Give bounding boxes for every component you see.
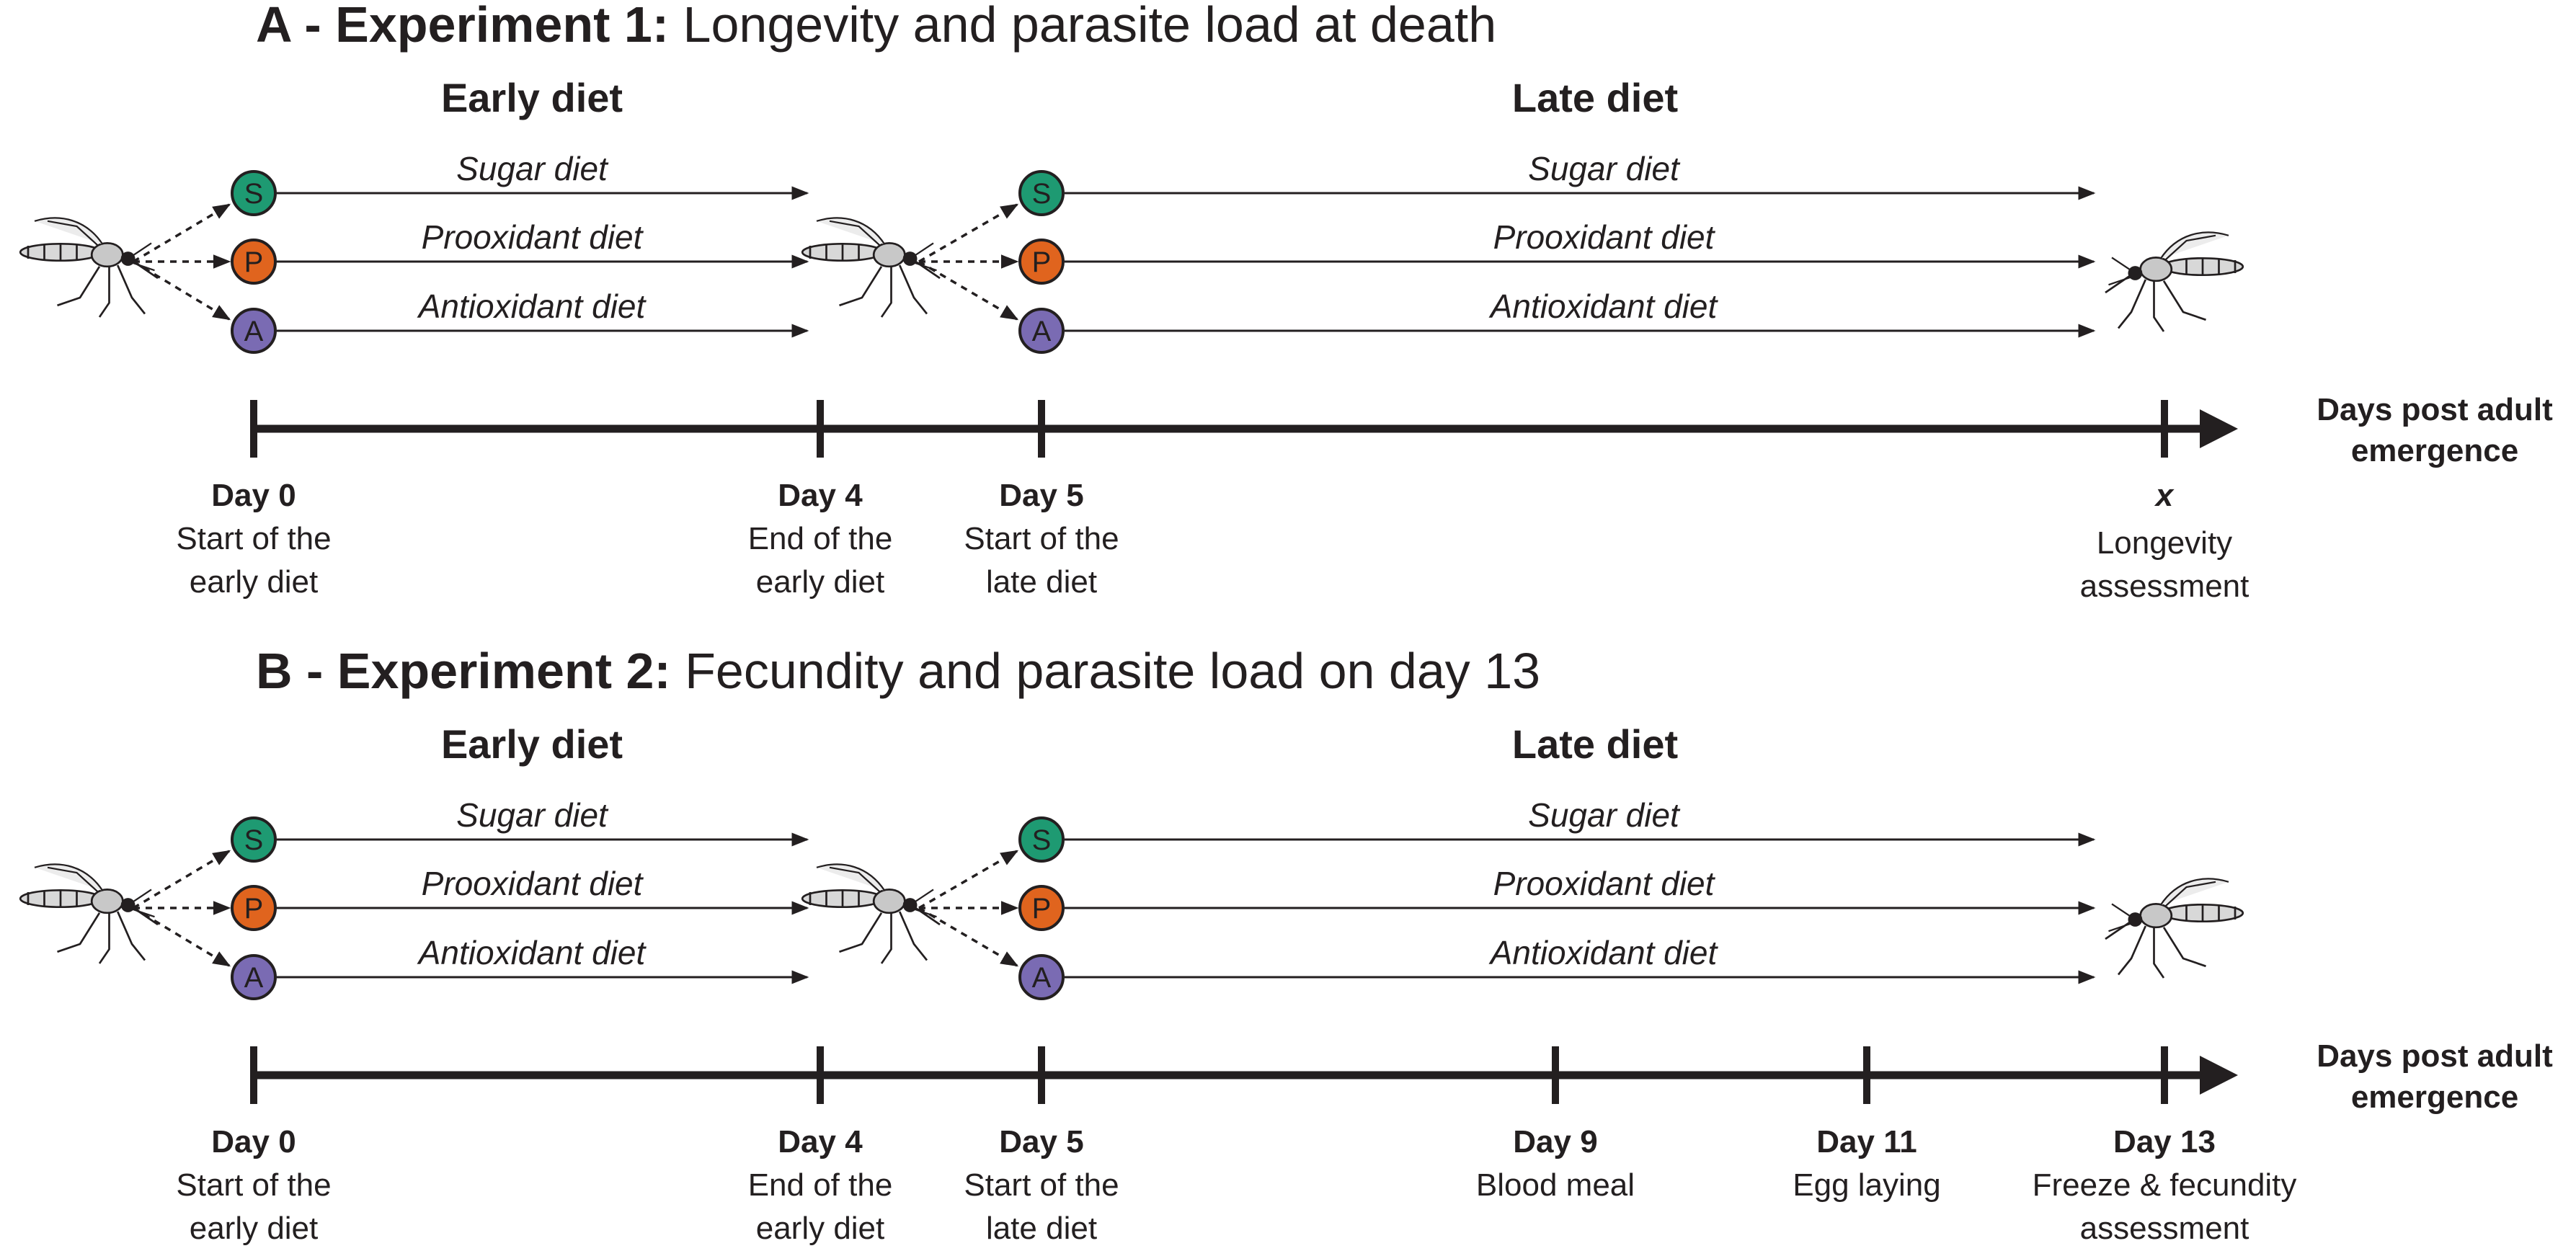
prooxidant-letter: P xyxy=(244,246,264,278)
panel-b-title: B - Experiment 2: Fecundity and parasite… xyxy=(256,643,1540,699)
svg-text:B - Experiment 2: Fecundity an: B - Experiment 2: Fecundity and parasite… xyxy=(256,643,1540,699)
prooxidant-diet-label: Prooxidant diet xyxy=(1493,865,1716,902)
mosquito-icon xyxy=(801,217,941,319)
tick-description: assessment xyxy=(2080,569,2249,604)
tick-description: early diet xyxy=(190,564,319,600)
sugar-letter: S xyxy=(244,178,264,210)
sugar-letter: S xyxy=(244,824,264,856)
svg-text:A - Experiment 1: Longevity an: A - Experiment 1: Longevity and parasite… xyxy=(256,0,1496,53)
axis-label: Days post adult xyxy=(2317,392,2553,427)
dashed-branch-arrow xyxy=(133,260,231,321)
antioxidant-letter: A xyxy=(1032,962,1052,994)
antioxidant-diet-label: Antioxidant diet xyxy=(417,288,647,325)
panel-b-title-rest: Fecundity and parasite load on day 13 xyxy=(671,643,1540,699)
mosquito-icon xyxy=(801,863,941,965)
prooxidant-diet-label: Prooxidant diet xyxy=(1493,218,1716,256)
prooxidant-diet-label: Prooxidant diet xyxy=(422,865,644,902)
tick-description: early diet xyxy=(756,564,885,600)
dashed-branch-arrow xyxy=(918,203,1019,263)
sugar-diet-circle xyxy=(1018,816,1065,863)
prooxidant-diet-circle xyxy=(231,885,277,931)
tick-day-label: Day 4 xyxy=(778,1124,863,1159)
antioxidant-letter: A xyxy=(1032,316,1052,347)
dashed-branch-arrow xyxy=(133,850,231,909)
panel-a-title: A - Experiment 1: Longevity and parasite… xyxy=(256,0,1496,53)
dashed-branch-arrow xyxy=(133,203,231,263)
dashed-branch-arrow xyxy=(918,260,1019,321)
axis-label: emergence xyxy=(2351,1079,2518,1115)
tick-day-label: Day 9 xyxy=(1513,1124,1597,1159)
antioxidant-diet-label: Antioxidant diet xyxy=(1488,934,1719,971)
mosquito-icon xyxy=(19,217,159,319)
antioxidant-diet-circle xyxy=(231,954,277,1000)
early-diet-heading: Early diet xyxy=(441,75,623,120)
prooxidant-diet-circle xyxy=(1018,239,1065,285)
tick-description: Egg laying xyxy=(1793,1167,1940,1203)
dashed-branch-arrow xyxy=(133,907,231,967)
tick-day-label: Day 11 xyxy=(1816,1124,1917,1159)
sugar-diet-circle xyxy=(231,816,277,863)
tick-day-label: Day 0 xyxy=(211,478,296,513)
antioxidant-letter: A xyxy=(244,962,264,994)
tick-description: early diet xyxy=(756,1211,885,1246)
panel-a-title-bold: A - Experiment 1: xyxy=(256,0,669,53)
tick-description: End of the xyxy=(748,1167,893,1203)
tick-description: Start of the xyxy=(176,521,331,556)
antioxidant-diet-circle xyxy=(1018,308,1065,354)
timeline-arrowhead xyxy=(2200,409,2238,448)
sugar-diet-label: Sugar diet xyxy=(456,796,609,834)
sugar-diet-label: Sugar diet xyxy=(1528,150,1681,187)
sugar-diet-label: Sugar diet xyxy=(1528,796,1681,834)
tick-description: Freeze & fecundity xyxy=(2033,1167,2297,1203)
tick-day-label: Day 0 xyxy=(211,1124,296,1159)
tick-description: Longevity xyxy=(2097,525,2232,561)
dashed-branch-arrow xyxy=(918,850,1019,909)
antioxidant-letter: A xyxy=(244,316,264,347)
tick-description: Start of the xyxy=(176,1167,331,1203)
tick-description: late diet xyxy=(986,564,1097,600)
sugar-diet-label: Sugar diet xyxy=(456,150,609,187)
dashed-branch-arrow xyxy=(918,907,1019,967)
antioxidant-diet-circle xyxy=(231,308,277,354)
prooxidant-diet-circle xyxy=(231,239,277,285)
tick-description: early diet xyxy=(190,1211,319,1246)
antioxidant-diet-label: Antioxidant diet xyxy=(417,934,647,971)
late-diet-heading: Late diet xyxy=(1512,721,1678,767)
sugar-letter: S xyxy=(1032,178,1052,210)
sugar-diet-circle xyxy=(1018,170,1065,216)
tick-description: Start of the xyxy=(964,1167,1119,1203)
panel-b-title-bold: B - Experiment 2: xyxy=(256,643,671,699)
tick-description: late diet xyxy=(986,1211,1097,1246)
tick-day-label: Day 5 xyxy=(999,478,1083,513)
prooxidant-letter: P xyxy=(1032,893,1052,925)
sugar-diet-circle xyxy=(231,170,277,216)
prooxidant-diet-label: Prooxidant diet xyxy=(422,218,644,256)
tick-description: assessment xyxy=(2080,1211,2249,1246)
axis-label: Days post adult xyxy=(2317,1038,2553,1074)
timeline-arrowhead xyxy=(2200,1056,2238,1095)
early-diet-heading: Early diet xyxy=(441,721,623,767)
tick-description: End of the xyxy=(748,521,893,556)
antioxidant-diet-label: Antioxidant diet xyxy=(1488,288,1719,325)
prooxidant-letter: P xyxy=(1032,246,1052,278)
mosquito-icon xyxy=(2104,878,2244,979)
tick-description: Blood meal xyxy=(1476,1167,1635,1203)
tick-day-label: x xyxy=(2154,478,2175,513)
late-diet-heading: Late diet xyxy=(1512,75,1678,120)
axis-label: emergence xyxy=(2351,433,2518,468)
sugar-letter: S xyxy=(1032,824,1052,856)
panel-a-title-rest: Longevity and parasite load at death xyxy=(669,0,1496,53)
antioxidant-diet-circle xyxy=(1018,954,1065,1000)
mosquito-icon xyxy=(2104,231,2244,333)
tick-description: Start of the xyxy=(964,521,1119,556)
mosquito-icon xyxy=(19,863,159,965)
tick-day-label: Day 4 xyxy=(778,478,863,513)
prooxidant-diet-circle xyxy=(1018,885,1065,931)
tick-day-label: Day 5 xyxy=(999,1124,1083,1159)
prooxidant-letter: P xyxy=(244,893,264,925)
tick-day-label: Day 13 xyxy=(2113,1124,2216,1159)
